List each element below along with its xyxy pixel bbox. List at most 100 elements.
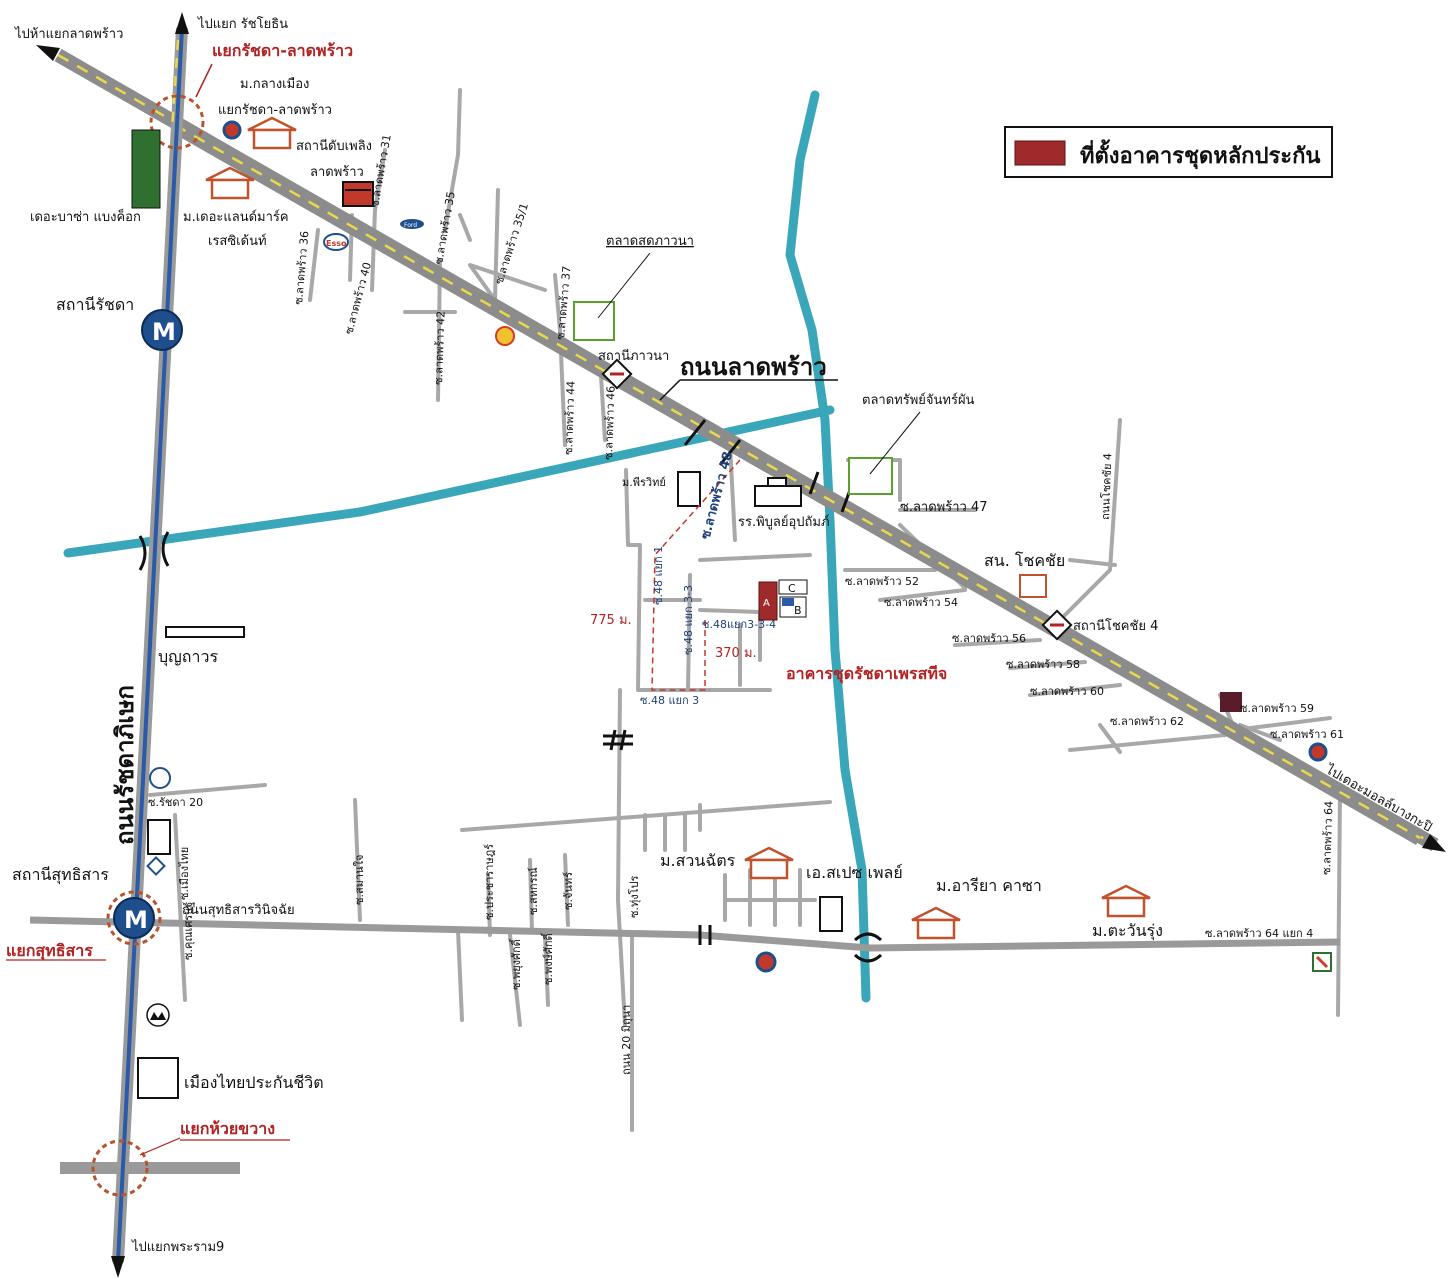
place-landmark-2: เรสซิเด้นท์ <box>208 233 267 249</box>
metro-ratchada: M <box>141 309 183 351</box>
soi-label: ซ.เมืองไทย <box>178 847 191 900</box>
station-phawana-icon <box>601 358 633 390</box>
junction-sutthisan: แยกสุทธิสาร <box>6 941 93 961</box>
soi-label: ซ.ลาดพร้าว 52 <box>845 575 919 588</box>
soi-label: ซ.ลาดพร้าว 64 แยก 4 <box>1205 927 1313 940</box>
ford-icon: Ford <box>400 219 424 229</box>
temple-icon <box>149 767 171 789</box>
soi-labels: ซ.ลาดพร้าว 31 ซ.ลาดพร้าว 35 ซ.ลาดพร้าว 3… <box>148 133 1344 1075</box>
road-ratchadaphisek: ถนนรัชดาภิเษก <box>111 685 139 845</box>
boonthavorn-icon <box>165 626 245 638</box>
soi-label: ซ.ลาดพร้าว 56 <box>952 632 1026 645</box>
junction-ratchada-ladprao: แยกรัชดา-ลาดพร้าว <box>212 41 353 60</box>
train-station-icon <box>146 856 166 876</box>
place-fire-station-2: ลาดพร้าว <box>310 165 364 180</box>
police-station-box <box>1019 574 1047 598</box>
station-phawana: สถานีภาวนา <box>598 348 669 364</box>
soi-label: ซ.ประชาราษฎร์ <box>483 844 496 920</box>
bridges <box>138 419 883 963</box>
legend-swatch <box>1014 140 1066 166</box>
soi-label: ซ.สมานใจ <box>353 855 366 905</box>
legend: ที่ตั้งอาคารชุดหลักประกัน <box>1004 126 1333 178</box>
school-icon <box>754 477 802 507</box>
junction-circles <box>91 94 205 1197</box>
shell-icon <box>495 326 515 346</box>
road-ladprao: ถนนลาดพร้าว <box>680 353 827 381</box>
soi-label: ซ.ลาดพร้าว 54 <box>884 596 958 609</box>
station-chokchai4-icon <box>1041 609 1073 641</box>
soi-label: ซ.ลาดพร้าว 60 <box>1030 685 1104 698</box>
distance-370: 370 ม. <box>715 646 757 661</box>
esso-icon: Esso <box>323 233 349 251</box>
soi-label: ซ.รัชดา 20 <box>148 796 203 809</box>
station-sutthisan: สถานีสุทธิสาร <box>12 865 109 885</box>
soi-label: ซ.ลาดพร้าว 62 <box>1110 715 1184 728</box>
soi-label: ซ.ลาดพร้าว 40 <box>342 261 374 336</box>
mueang-thai-box <box>137 1057 179 1099</box>
sutthisan-road <box>29 916 1341 952</box>
soi-label: ซ.ลาดพร้าว 35 <box>432 190 458 265</box>
place-market-phawana: ตลาดสดภาวนา <box>606 234 694 249</box>
soi-label: ซ.คุณเศรษฐ์ <box>182 902 195 961</box>
ladprao-road <box>54 48 1439 852</box>
condo-marker: A C B <box>758 579 808 621</box>
place-space-place: เอ.สเปซ เพลย์ <box>806 863 903 882</box>
soi-label: ซ.ทุ่งโปร <box>627 876 641 918</box>
seven-eleven-icon <box>1312 952 1332 972</box>
place-the-bazaar: เดอะบาซ่า แบงค็อก <box>30 207 141 225</box>
soi-label: ถนนโชคชัย 4 <box>1098 453 1114 520</box>
place-landmark-1: ม.เดอะแลนด์มาร์ค <box>183 209 289 225</box>
soi-label: ซ.48 แยก 3-3 <box>682 585 695 655</box>
legend-label: ที่ตั้งอาคารชุดหลักประกัน <box>1080 139 1320 170</box>
soi-label: ซ.พยุงศักดิ์ <box>508 938 523 990</box>
place-police: สน. โชคชัย <box>984 551 1065 570</box>
soi-label: ซ.จันทร์ <box>562 872 575 910</box>
soi-label: ซ.ลาดพร้าว 46 <box>602 386 618 460</box>
soi-label: ซ.48 แยก 1 <box>652 546 665 605</box>
place-klang-mueang-2: แยกรัชดา-ลาดพร้าว <box>218 103 332 118</box>
esso-label: Esso <box>326 239 347 248</box>
dest-top-left: ไปห้าแยกลาดพร้าว <box>14 26 123 42</box>
route-dashes <box>651 459 741 691</box>
direction-arrows <box>36 12 1446 1278</box>
soi-label: ซ.ลาดพร้าว 59 <box>1240 702 1314 715</box>
building-icon <box>147 471 843 932</box>
soi-label: ซ.พงษ์ศักดิ์ <box>540 932 555 985</box>
house-icon <box>205 116 1151 940</box>
station-ratchada: สถานีรัชดา <box>56 295 134 314</box>
place-school: รร.พิบูลย์อุปถัมภ์ <box>738 514 830 530</box>
place-suan-chat: ม.สวนฉัตร <box>660 851 736 870</box>
condo-building-c: C <box>788 582 796 595</box>
soi-label: ซ.ลาดพร้าว 47 <box>900 500 988 515</box>
junction-huai-khwang: แยกห้วยขวาง <box>180 1119 275 1138</box>
soi-label: ซ.ลาดพร้าว 61 <box>1270 728 1344 741</box>
place-tawan-rung: ม.ตะวันรุ่ง <box>1092 921 1163 941</box>
the-bazaar-block <box>131 129 161 209</box>
soi-label: ซ.ลาดพร้าว 42 <box>432 311 448 385</box>
soi-label: ซ.ลาดพร้าว 36 <box>292 230 311 305</box>
soi-label: ซ.48 แยก 3 <box>640 694 699 707</box>
metro-ratchada-symbol: M <box>152 318 176 346</box>
soi-label: ซ.สหกรณ์ <box>527 867 540 915</box>
condo-building-a: A <box>763 598 770 609</box>
store-icon <box>1220 692 1242 712</box>
place-condo: อาคารชุดรัชดาเพรสทีจ <box>786 664 947 684</box>
canal-vertical <box>785 90 871 1003</box>
soi-label: ซ.48แยก3-3-4 <box>702 618 776 631</box>
ratchada-road <box>112 27 188 1263</box>
place-fire-station-1: สถานีดับเพลิง <box>296 138 372 154</box>
soi-label: ซ.ลาดพร้าว 44 <box>562 381 578 455</box>
market-sap-box <box>848 457 893 495</box>
station-chokchai4: สถานีโชคชัย 4 <box>1073 618 1158 634</box>
distance-775: 775 ม. <box>590 613 632 628</box>
crown-icon <box>146 1003 170 1027</box>
soi-label: ถนน 20 มิถุนา <box>620 1005 633 1075</box>
soi-label: ซ.ลาดพร้าว 58 <box>1006 658 1080 671</box>
road-sutthisan: ถนนสุทธิสารวินิจฉัย <box>182 903 295 918</box>
soi-label: ซ.ลาดพร้าว 37 <box>554 265 573 340</box>
place-klang-mueang-1: ม.กลางเมือง <box>240 76 309 92</box>
condo-building-b: B <box>794 604 802 617</box>
place-pheerawit: ม.พีรวิทย์ <box>622 476 666 489</box>
fire-station-icon <box>342 181 374 207</box>
